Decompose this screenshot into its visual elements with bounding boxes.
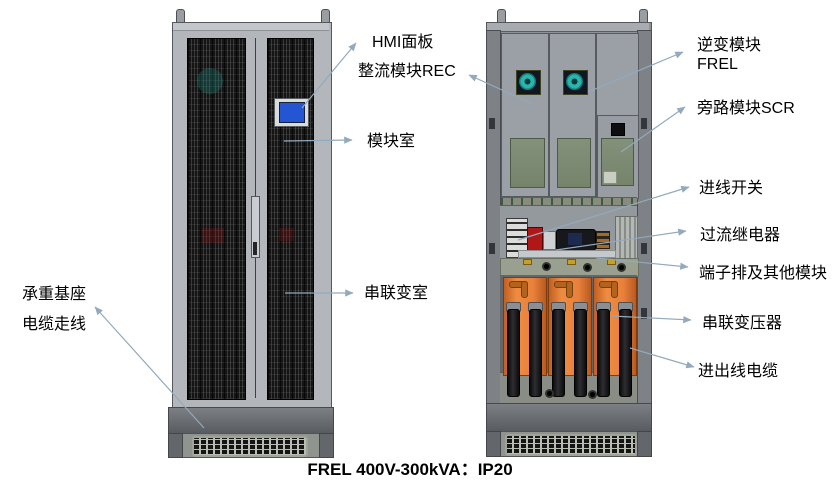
- contact-block: [543, 231, 556, 250]
- copper-connector: [596, 231, 610, 249]
- component-behind-mesh: [279, 228, 294, 241]
- foot: [168, 433, 183, 458]
- right-door-mesh: [267, 38, 314, 400]
- pcb-window: [510, 138, 545, 188]
- right-cabinet-vent-grille: [505, 434, 637, 456]
- leader-inverter: [587, 51, 684, 93]
- diagram-title: FREL 400V-300kVA：IP20: [307, 460, 513, 479]
- copper-lug: [523, 259, 532, 265]
- shelf-bolt: [588, 390, 597, 399]
- rail-hardware: [641, 243, 647, 254]
- terminal-dot: [617, 263, 626, 272]
- label-bypass: 旁路模块SCR: [697, 100, 795, 117]
- label-series-room: 串联变室: [364, 285, 429, 302]
- scr-label-plate: [603, 171, 617, 184]
- foot: [637, 431, 652, 457]
- door-lock: [253, 242, 257, 255]
- copper-pipe: [566, 281, 573, 298]
- io-cable: [507, 309, 520, 397]
- label-transformer: 串联变压器: [702, 315, 783, 332]
- relay-window: [568, 233, 582, 245]
- label-base-line2: 电缆走线: [22, 316, 87, 333]
- left-door-mesh: [187, 38, 246, 400]
- label-inverter-line1: 逆变模块: [697, 37, 762, 54]
- left-cabinet-top-rail: [173, 23, 329, 31]
- label-cables: 进出线电缆: [698, 363, 779, 380]
- leader-relay: [555, 228, 687, 251]
- copper-lug: [567, 259, 576, 265]
- shelf-bolt: [545, 389, 554, 398]
- scr-display: [611, 123, 625, 136]
- door-handle: [251, 196, 260, 258]
- terminal-dot: [583, 263, 592, 272]
- foot: [486, 431, 501, 457]
- right-cabinet-base-band: [486, 403, 652, 433]
- leader-hmi: [301, 42, 357, 109]
- leader-transformer: [611, 315, 692, 324]
- label-terminal: 端子排及其他模块: [699, 265, 828, 282]
- label-base-line1: 承重基座: [22, 286, 87, 303]
- label-relay: 过流继电器: [700, 227, 781, 244]
- rail-hardware: [641, 118, 647, 129]
- label-rectifier: 整流模块REC: [358, 63, 456, 80]
- mounting-bar: [518, 250, 616, 258]
- rail-hardware: [489, 243, 495, 254]
- leader-bypass: [620, 106, 686, 153]
- cooling-fan: [516, 70, 541, 95]
- label-hmi: HMI面板: [372, 34, 434, 51]
- leader-rectifier: [468, 74, 534, 105]
- label-switch: 进线开关: [699, 180, 764, 197]
- component-behind-mesh: [202, 228, 224, 243]
- left-cabinet-vent-grille: [192, 436, 308, 457]
- terminal-dot: [542, 262, 551, 271]
- io-cable: [529, 309, 542, 397]
- copper-pipe: [521, 281, 528, 298]
- rail-hardware: [489, 118, 495, 129]
- leader-terminal: [595, 257, 689, 270]
- cooling-fan: [563, 70, 588, 95]
- leader-module-room: [283, 136, 353, 144]
- io-cable: [574, 309, 587, 397]
- leader-cables: [629, 347, 695, 369]
- io-cable: [619, 309, 632, 397]
- copper-pipe: [611, 281, 618, 298]
- fan-behind-mesh: [197, 68, 223, 94]
- label-inverter-line2: FREL: [697, 56, 738, 73]
- label-module-room: 模块室: [367, 133, 416, 150]
- leader-base: [94, 306, 205, 429]
- label-inverter: 逆变模块 FREL: [697, 36, 761, 74]
- right-cabinet-top-rail: [487, 23, 649, 32]
- foot: [319, 433, 334, 458]
- io-cable: [597, 309, 610, 397]
- rail-hardware: [641, 308, 647, 319]
- hmi-screen: [279, 102, 305, 123]
- leader-switch: [517, 185, 690, 241]
- pcb-window: [557, 138, 591, 188]
- io-cable: [552, 309, 565, 397]
